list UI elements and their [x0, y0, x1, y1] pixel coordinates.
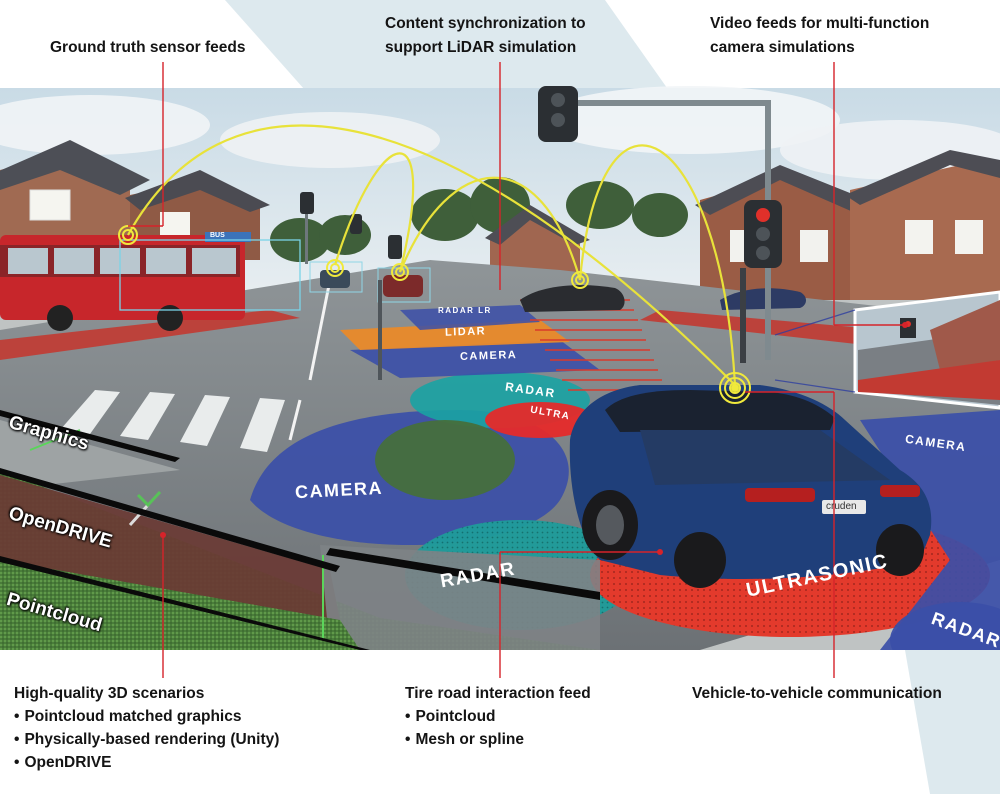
radar-lr-zone-label: RADAR LR [438, 306, 492, 315]
bus [0, 232, 251, 331]
tire-feed-item: Pointcloud [405, 707, 591, 727]
callout-lines [128, 62, 905, 678]
lidar-sync-callout: Content synchronization to support LiDAR… [385, 14, 586, 58]
lidar-zone [340, 320, 570, 350]
video-feed-callout: Video feeds for multi-function camera si… [710, 14, 929, 58]
tire-feed-list: Pointcloud Mesh or spline [405, 707, 591, 750]
car-plate: cruden [826, 501, 857, 512]
v2v-title: Vehicle-to-vehicle communication [692, 685, 942, 702]
tire-feed-title: Tire road interaction feed [405, 685, 591, 702]
tire-feed-callout: Tire road interaction feed Pointcloud Me… [405, 684, 591, 750]
scenarios-item: Physically-based rendering (Unity) [14, 730, 279, 750]
video-feed-line1: Video feeds for multi-function [710, 15, 930, 32]
lidar-sync-line1: Content synchronization to [385, 15, 586, 32]
scenarios-list: Pointcloud matched graphics Physically-b… [14, 707, 279, 773]
feed-arcs [127, 124, 737, 386]
traffic-lights [300, 86, 782, 380]
opendrive-layer [0, 475, 340, 620]
ground-truth-text: Ground truth sensor feeds [50, 39, 246, 56]
scenarios-item: Pointcloud matched graphics [14, 707, 279, 727]
camera-feed-inset [853, 290, 1000, 410]
v2v-callout: Vehicle-to-vehicle communication [692, 684, 942, 704]
scenarios-callout: High-quality 3D scenarios Pointcloud mat… [14, 684, 279, 773]
video-feed-line2: camera simulations [710, 39, 855, 56]
bus-sign: BUS [210, 232, 225, 239]
scenarios-item: OpenDRIVE [14, 753, 279, 773]
layer-strip [0, 410, 600, 650]
ground-truth-callout: Ground truth sensor feeds [50, 38, 246, 58]
scenarios-title: High-quality 3D scenarios [14, 685, 205, 702]
ego-car [569, 385, 932, 588]
crosswalk [60, 390, 285, 452]
tire-feed-item: Mesh or spline [405, 730, 591, 750]
feed-targets [118, 225, 751, 404]
lidar-sync-line2: support LiDAR simulation [385, 39, 577, 56]
camera-small-zone-label: CAMERA [459, 349, 518, 363]
lidar-zone-label: LIDAR [444, 325, 487, 339]
